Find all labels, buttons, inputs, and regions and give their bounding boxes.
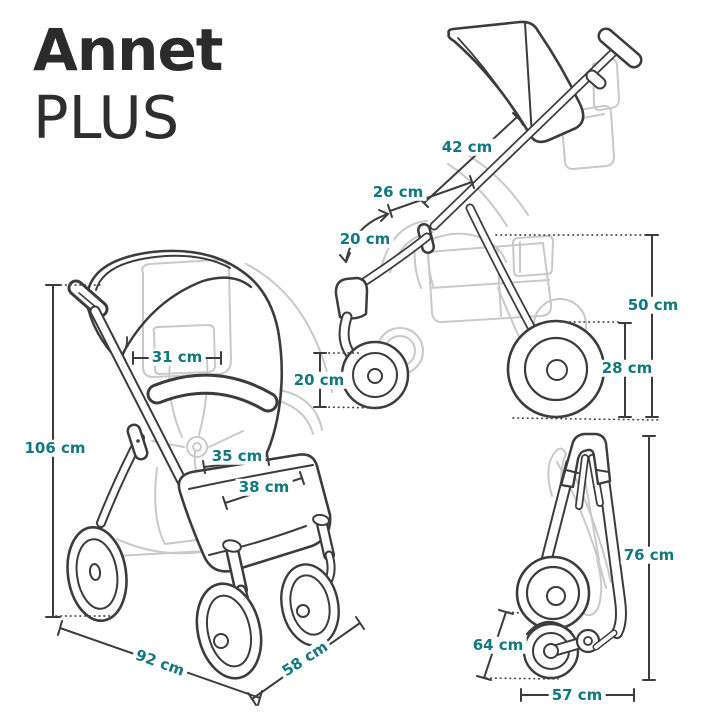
stroller-front-view-drawing	[66, 249, 340, 680]
measurement-folded-depth: 64 cm	[469, 637, 527, 654]
measurement-footrest-width: 38 cm	[235, 479, 293, 496]
measurement-seat-back-width: 31 cm	[148, 349, 206, 366]
stroller-side-view-drawing	[334, 20, 643, 419]
measurement-overall-height: 106 cm	[21, 440, 89, 457]
folded-view-dimension-lines	[476, 435, 656, 702]
measurement-backrest-length: 42 cm	[438, 139, 496, 156]
measurement-seat-width: 35 cm	[208, 448, 266, 465]
measurement-seat-depth: 26 cm	[369, 184, 427, 201]
variant-name: PLUS	[33, 83, 180, 152]
measurement-chassis-height: 50 cm	[624, 297, 682, 314]
measurement-folded-height: 76 cm	[620, 547, 678, 564]
measurement-rear-wheel-diameter: 28 cm	[598, 360, 656, 377]
measurement-folded-width: 57 cm	[548, 687, 606, 704]
brand-name: Annet	[33, 16, 224, 84]
measurement-front-swivel-clearance: 20 cm	[336, 231, 394, 248]
measurement-front-wheel-diameter: 20 cm	[290, 372, 348, 389]
stroller-folded-view-drawing	[515, 432, 627, 680]
